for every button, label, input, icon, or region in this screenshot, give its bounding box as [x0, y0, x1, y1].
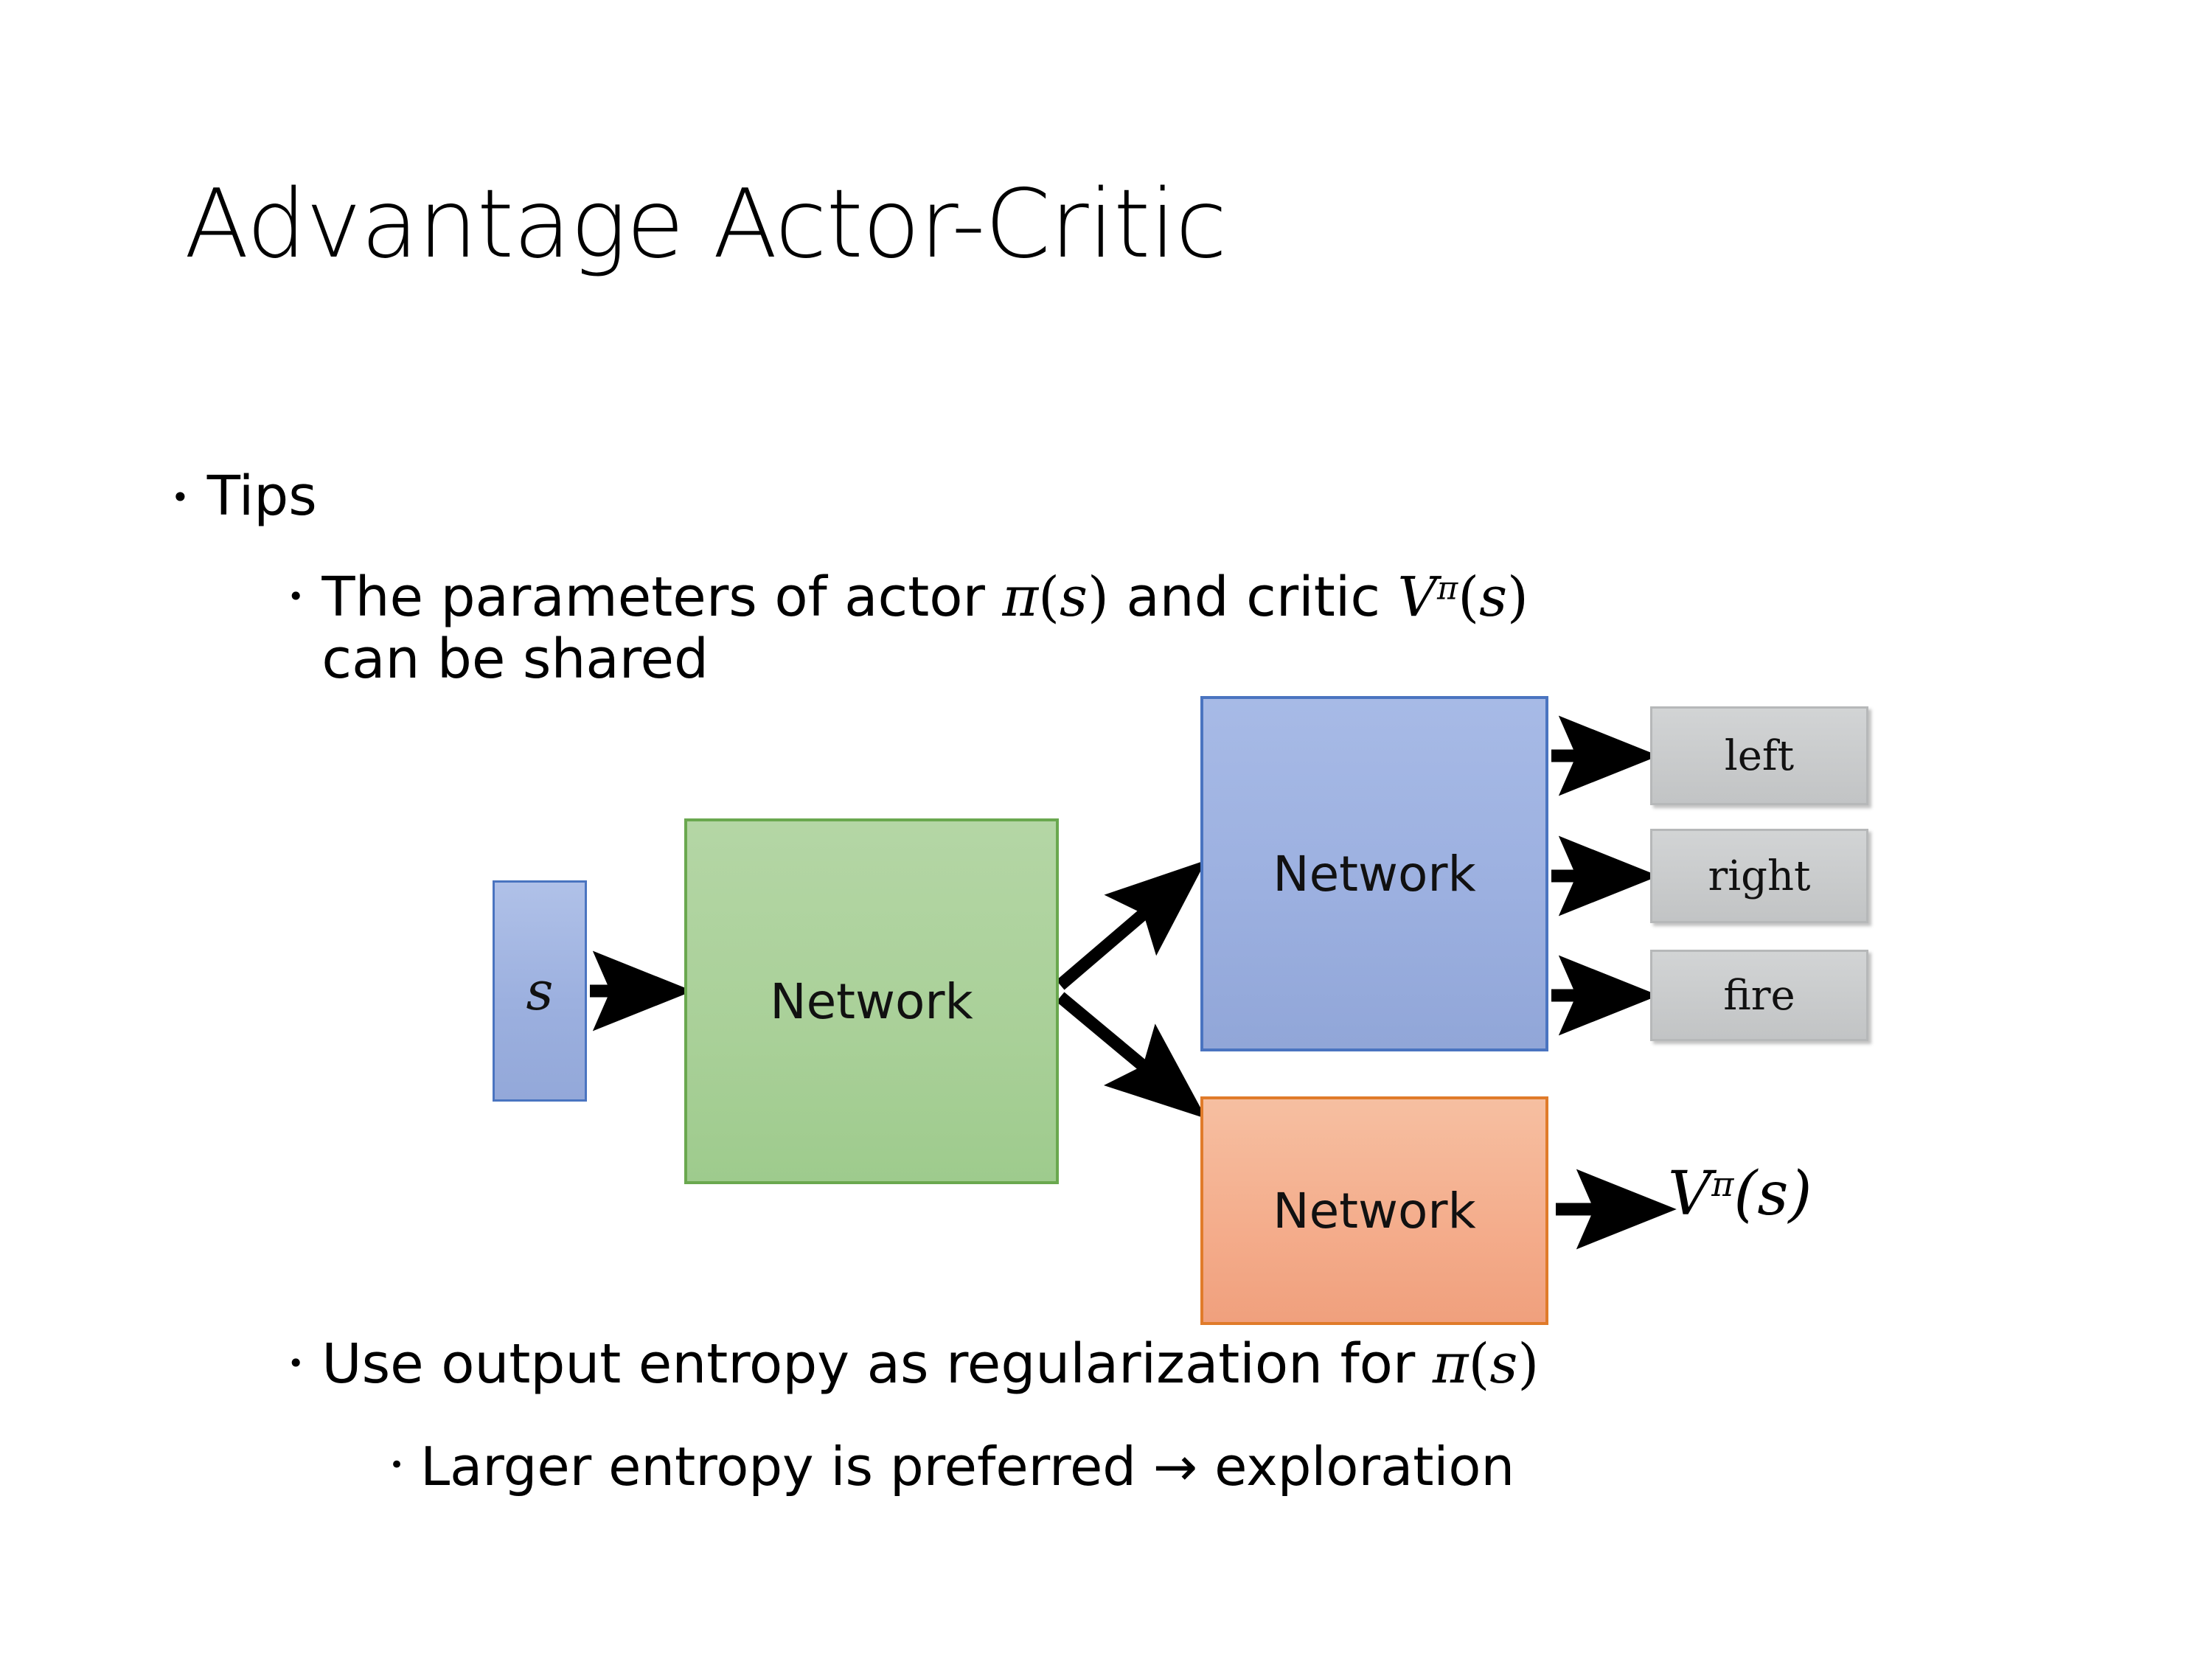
critic-value-output-label: Vπ(s)	[1668, 1159, 1812, 1229]
page-title: Advantage Actor-Critic	[184, 170, 1227, 279]
actor-network-label: Network	[1273, 845, 1476, 902]
math-critic-value: Vπ(s)	[1397, 566, 1528, 629]
bullet-parameters-middle: and critic	[1108, 566, 1398, 629]
critic-value-superscript: π	[1711, 1164, 1734, 1204]
bullet-parameters-suffix: can be shared	[321, 627, 709, 692]
bullet-entropy-prefix: Use output entropy as regularization for	[321, 1332, 1433, 1396]
math-actor-policy: π(s)	[1002, 566, 1109, 629]
bullet-parameters-shared: • The parameters of actor π(s) and criti…	[288, 566, 2057, 691]
bullet-larger-entropy: • Larger entropy is preferred → explorat…	[389, 1436, 1514, 1497]
arrow-shared-to-actor	[1056, 860, 1207, 990]
math-actor-policy: π(s)	[1432, 1332, 1540, 1396]
bullet-larger-label: Larger entropy is preferred → exploratio…	[420, 1436, 1515, 1498]
bullet-entropy-text: Use output entropy as regularization for…	[321, 1333, 1539, 1395]
shared-network-label: Network	[770, 973, 973, 1030]
action-label-fire: fire	[1723, 971, 1795, 1020]
bullet-parameters-text: The parameters of actor π(s) and critic …	[321, 566, 1528, 691]
actor-network-box[interactable]: Network	[1200, 696, 1548, 1051]
critic-value-argument: (s)	[1733, 1159, 1812, 1229]
critic-network-box[interactable]: Network	[1200, 1096, 1548, 1325]
critic-network-label: Network	[1273, 1182, 1476, 1239]
state-input-box[interactable]: s	[493, 880, 587, 1102]
bullet-marker-icon: •	[389, 1450, 405, 1480]
bullet-tips: • Tips	[171, 466, 317, 527]
action-label-right: right	[1708, 852, 1811, 900]
action-box-right[interactable]: right	[1650, 829, 1868, 923]
bullet-parameters-prefix: The parameters of actor	[321, 566, 1003, 629]
action-box-fire[interactable]: fire	[1650, 950, 1868, 1041]
action-label-left: left	[1724, 731, 1795, 780]
arrow-shared-to-critic	[1056, 992, 1207, 1119]
shared-network-box[interactable]: Network	[684, 818, 1059, 1184]
state-label: s	[526, 960, 554, 1022]
bullet-marker-icon: •	[288, 1347, 305, 1380]
bullet-entropy-regularization: • Use output entropy as regularization f…	[288, 1333, 1539, 1395]
bullet-tips-label: Tips	[206, 465, 317, 528]
bullet-marker-icon: •	[288, 580, 305, 613]
critic-value-base: V	[1668, 1159, 1712, 1229]
bullet-marker-icon: •	[171, 479, 189, 515]
action-box-left[interactable]: left	[1650, 706, 1868, 805]
